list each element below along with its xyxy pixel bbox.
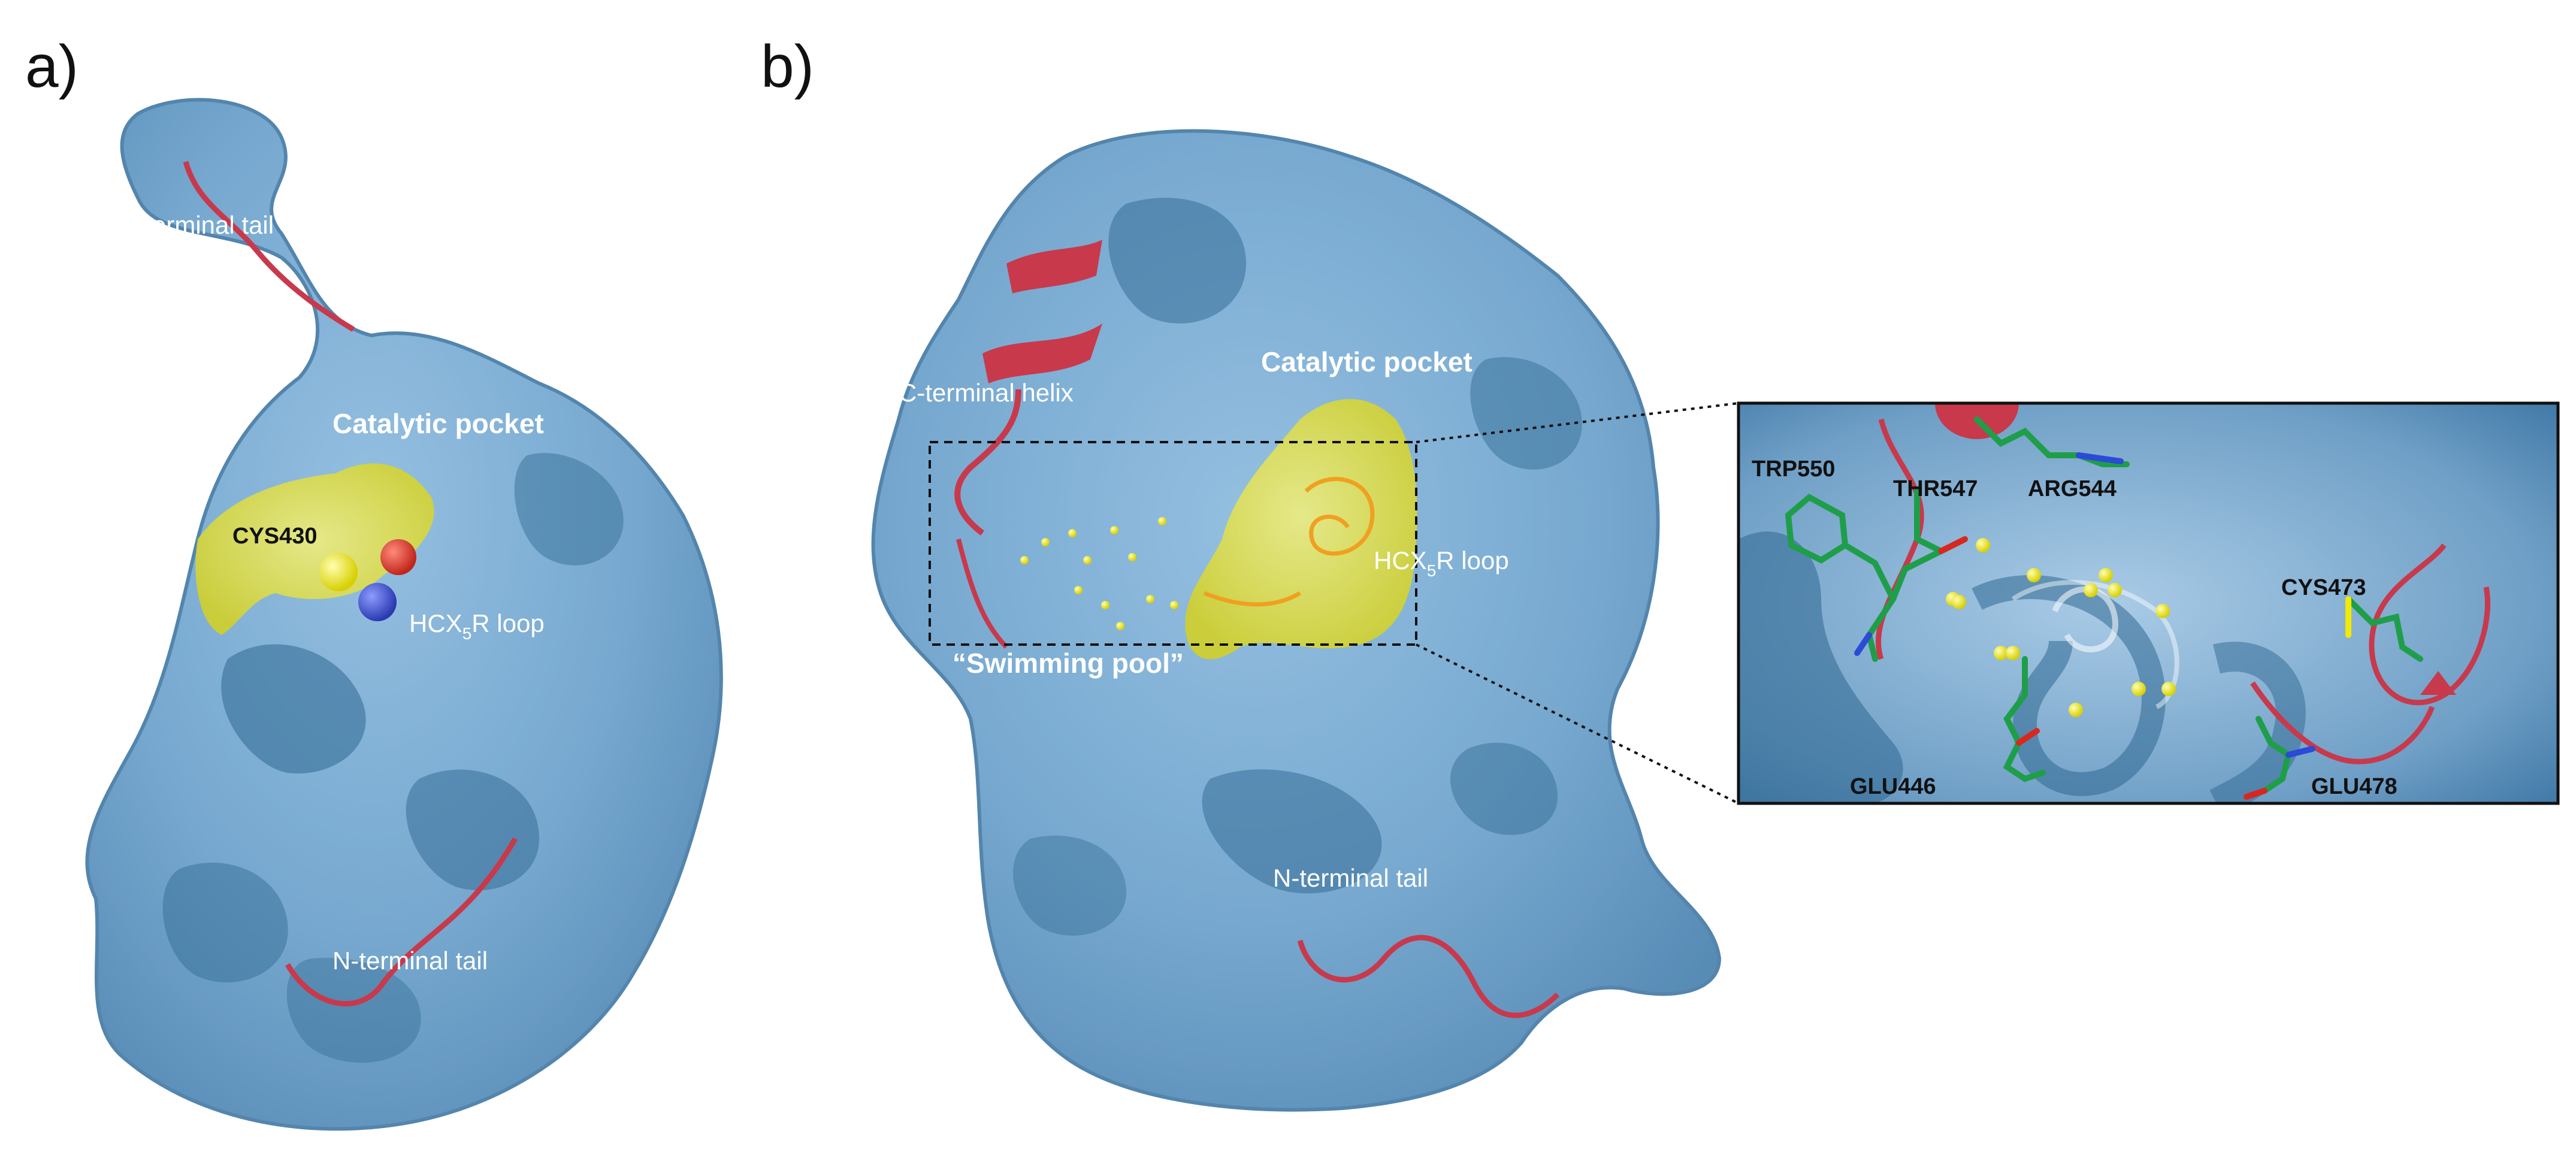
label-arg544: ARG544 (2028, 476, 2117, 501)
ribbon-c-terminal-helix (954, 240, 1102, 536)
label-hcx5r-loop-b: HCX5R loop (1374, 546, 1509, 580)
label-cys430: CYS430 (232, 524, 318, 549)
cys-yellow-atom (319, 553, 358, 591)
oxygen-atom (380, 539, 416, 575)
water-molecules-b (1020, 517, 1178, 630)
label-glu446: GLU446 (1850, 774, 1936, 799)
label-swimming-pool: “Swimming pool” (953, 648, 1184, 679)
ribbon-n-terminal-b (1297, 935, 1560, 1018)
water-molecules-inset (1946, 538, 2176, 717)
label-c-terminal-helix: C-terminal helix (899, 379, 1074, 407)
label-hcx5r-loop-a: HCX5R loop (409, 609, 545, 643)
ribbon-internal-b (956, 539, 1008, 649)
label-trp550: TRP550 (1752, 456, 1835, 482)
ribbon-c-terminal-a (183, 161, 355, 332)
catalytic-pocket-a (195, 463, 434, 635)
zoom-line-bottom (1416, 643, 1739, 805)
hcx5r-loop-ribbon-b (1203, 477, 1375, 607)
catalytic-pocket-b (1185, 399, 1417, 660)
panel-b-letter: b) (761, 33, 814, 100)
zoom-inset: TRP550 THR547 ARG544 CYS473 GLU446 GLU47… (1737, 401, 2560, 805)
label-thr547: THR547 (1893, 476, 1978, 501)
ribbon-n-terminal-a (285, 837, 518, 1006)
panel-b: b) (761, 33, 1739, 1112)
residue-sticks (1785, 416, 2423, 800)
label-n-terminal-tail-a: N-terminal tail (332, 947, 488, 975)
label-c-terminal-tail-a: C-terminal tail (119, 211, 274, 239)
panel-a: a) C-terminal tail Catalytic pocket CYS4… (25, 33, 723, 1131)
inset-frame (1737, 401, 2560, 805)
label-n-terminal-tail-b: N-terminal tail (1273, 864, 1428, 892)
label-cys473: CYS473 (2281, 575, 2366, 600)
label-catalytic-pocket-b: Catalytic pocket (1261, 346, 1473, 377)
zoom-line-top (1416, 402, 1739, 443)
nitrogen-atom (358, 583, 397, 621)
panel-a-letter: a) (25, 33, 78, 100)
label-catalytic-pocket-a: Catalytic pocket (332, 408, 544, 439)
label-glu478: GLU478 (2311, 774, 2397, 799)
protein-surface-a (85, 98, 723, 1131)
